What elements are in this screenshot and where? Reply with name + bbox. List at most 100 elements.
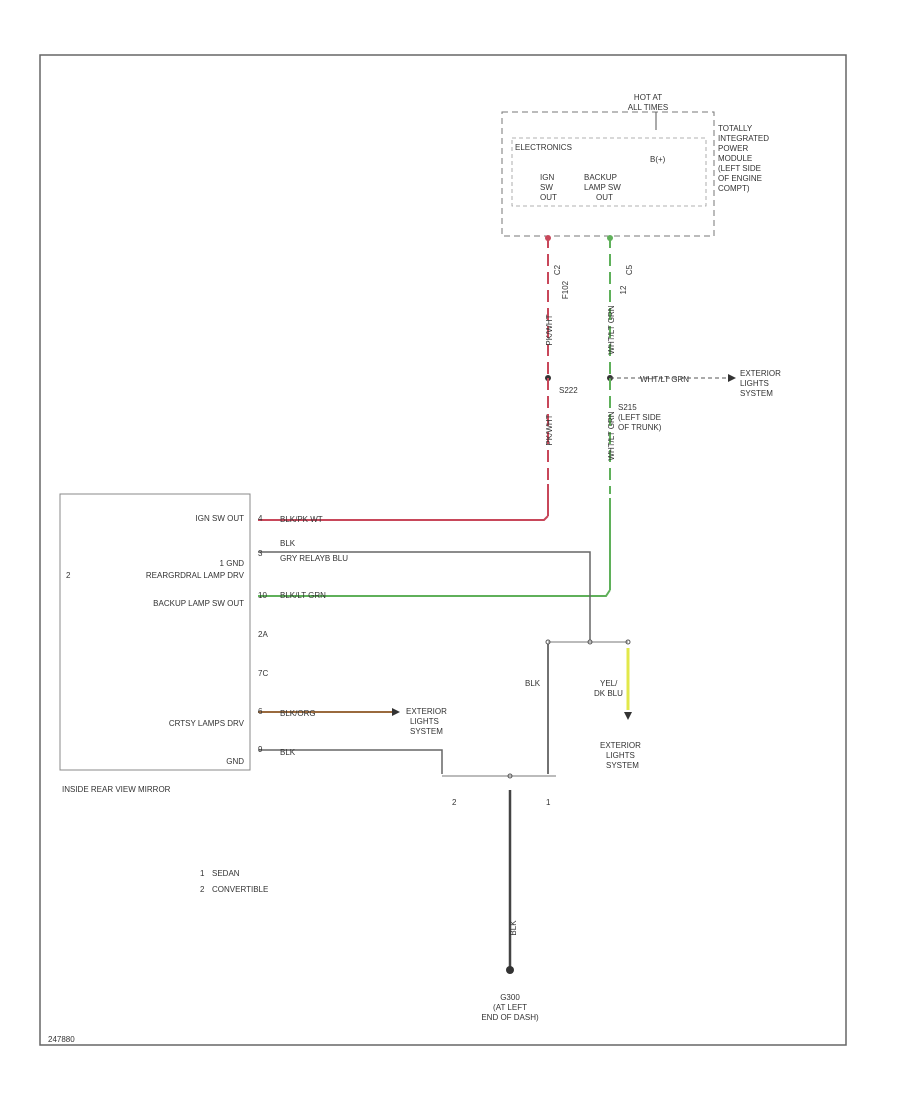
green-wire-horizontal [258, 589, 611, 597]
ground-label-1: G300 [500, 993, 520, 1002]
tipm-fuse-right: 12 [619, 285, 628, 294]
mirror-row-4-pin: 10 [258, 591, 267, 600]
exterior-lights-2-line1: EXTERIOR [406, 707, 447, 716]
red-horizontal-label: BLK/PK WT [280, 515, 323, 524]
note-2-text: CONVERTIBLE [212, 885, 268, 894]
note-1-text: SEDAN [212, 869, 240, 878]
exterior-lights-2-line3: SYSTEM [410, 727, 443, 736]
ground-point-icon [506, 966, 514, 974]
exterior-lights-arrow-1 [728, 374, 736, 382]
note-1-num: 1 [200, 869, 205, 878]
ign-sw-out-1: IGN [540, 173, 554, 182]
ground-connector-pin [507, 773, 513, 779]
blk-right-vertical-label: BLK [525, 679, 541, 688]
tipm-label-7: COMPT) [718, 184, 750, 193]
mirror-box [59, 493, 251, 771]
mirror-row-7-pin: 6 [258, 707, 263, 716]
exterior-lights-2-line2: LIGHTS [410, 717, 439, 726]
tipm-label-1: TOTALLY [718, 124, 753, 133]
right-connector-group: BLK YEL/ DK BLU EXTERIOR LIGHTS SYSTEM [525, 639, 641, 774]
blk-ground-label: BLK [509, 920, 518, 936]
note-2-num: 2 [200, 885, 205, 894]
exterior-lights-3-line2: LIGHTS [606, 751, 635, 760]
mirror-name: INSIDE REAR VIEW MIRROR [62, 785, 171, 794]
ground-label-2: (AT LEFT [493, 1003, 527, 1012]
splice-s215-label-2: (LEFT SIDE [618, 413, 661, 422]
yel-label-2: DK BLU [594, 689, 623, 698]
exterior-lights-1-line1: EXTERIOR [740, 369, 781, 378]
tipm-label-2: INTEGRATED [718, 134, 769, 143]
yel-label-1: YEL/ [600, 679, 618, 688]
red-connector-top [545, 235, 551, 241]
ground-group: BLK 2 1 BLK G300 (AT LEFT END OF DASH) [258, 748, 556, 1022]
brown-wire-group: BLK/ORG EXTERIOR LIGHTS SYSTEM [258, 707, 447, 736]
exterior-lights-3-line1: EXTERIOR [600, 741, 641, 750]
ground-pin-left: 2 [452, 798, 457, 807]
notes-legend: 1 SEDAN 2 CONVERTIBLE [200, 869, 268, 894]
mirror-row-1-pin: 4 [258, 514, 263, 523]
electronics-label: ELECTRONICS [515, 143, 572, 152]
red-wire-label-lower: PK/WHT [545, 414, 554, 445]
blk-lower-wire [258, 749, 443, 774]
backup-sw-out-3: OUT [596, 193, 613, 202]
mirror-left-note: 2 [66, 571, 71, 580]
blk-lower-label: BLK [280, 748, 296, 757]
right-connector-pin-b [587, 639, 593, 645]
splice-s215-label-1: S215 [618, 403, 637, 412]
footer-code: 247880 [48, 1035, 75, 1044]
tipm-label-3: POWER [718, 144, 748, 153]
all-times-label: ALL TIMES [628, 103, 668, 112]
mirror-module: IGN SW OUT 4 1 GND REARGRDRAL LAMP DRV 3… [59, 493, 268, 794]
backup-sw-out-1: BACKUP [584, 173, 617, 182]
backup-sw-out-2: LAMP SW [584, 183, 621, 192]
tipm-label-6: OF ENGINE [718, 174, 762, 183]
exterior-lights-arrow-2 [392, 708, 400, 716]
mirror-row-4-label: BACKUP LAMP SW OUT [153, 599, 244, 608]
tipm-fuse-left: F102 [561, 280, 570, 299]
electronics-outline [511, 137, 707, 207]
exterior-lights-1-line3: SYSTEM [740, 389, 773, 398]
b-plus-label: B(+) [650, 155, 666, 164]
exterior-lights-1-line2: LIGHTS [740, 379, 769, 388]
red-wire-group: PK/WHT PK/WHT S222 BLK/PK WT [258, 235, 578, 524]
mirror-row-6-pin: 7C [258, 669, 268, 678]
gray-wire [258, 551, 591, 640]
mirror-row-3-pin: 3 [258, 549, 263, 558]
right-connector-pin-c [625, 639, 631, 645]
green-connector-top [607, 235, 613, 241]
ground-pin-right: 1 [546, 798, 551, 807]
tipm-label-5: (LEFT SIDE [718, 164, 761, 173]
tipm-pin-left: C2 [553, 264, 562, 275]
hot-at-label: HOT AT [634, 93, 662, 102]
tipm-pin-right: C5 [625, 264, 634, 275]
red-wire-label-upper: PK/WHT [545, 314, 554, 345]
exterior-lights-3-line3: SYSTEM [606, 761, 639, 770]
splice-s222-label: S222 [559, 386, 578, 395]
gray-wire-group: BLK GRY RELAYB BLU [258, 539, 591, 640]
green-wire-label-upper: WHT/LT GRN [607, 305, 616, 354]
mirror-row-7-label: CRTSY LAMPS DRV [169, 719, 245, 728]
tipm-label-4: MODULE [718, 154, 752, 163]
mirror-row-3-label: REARGRDRAL LAMP DRV [146, 571, 245, 580]
green-branch-label: WHT/LT GRN [640, 375, 689, 384]
blk-upper-label: BLK [280, 539, 296, 548]
brown-horizontal-label: BLK/ORG [280, 709, 316, 718]
tipm-module: HOT AT ALL TIMES ELECTRONICS B(+) IGN SW… [501, 93, 769, 299]
red-wire-horizontal [258, 515, 549, 521]
splice-s215-label-3: OF TRUNK) [618, 423, 662, 432]
ign-sw-out-3: OUT [540, 193, 557, 202]
green-wire-label-lower: WHT/LT GRN [607, 411, 616, 460]
mirror-row-8-label: GND [226, 757, 244, 766]
green-wire-group: WHT/LT GRN WHT/LT GRN WHT/LT GRN S215 (L… [258, 235, 781, 600]
mirror-row-5-pin: 2A [258, 630, 268, 639]
ign-sw-out-2: SW [540, 183, 553, 192]
green-horizontal-label: BLK/LT GRN [280, 591, 326, 600]
mirror-row-1-label: IGN SW OUT [196, 514, 245, 523]
exterior-lights-arrow-3 [624, 712, 632, 720]
mirror-row-8-pin: 9 [258, 745, 263, 754]
gray-horizontal-label: GRY RELAYB BLU [280, 554, 348, 563]
mirror-row-2-label: 1 GND [220, 559, 245, 568]
diagram-frame [39, 54, 847, 1046]
ground-label-3: END OF DASH) [481, 1013, 539, 1022]
